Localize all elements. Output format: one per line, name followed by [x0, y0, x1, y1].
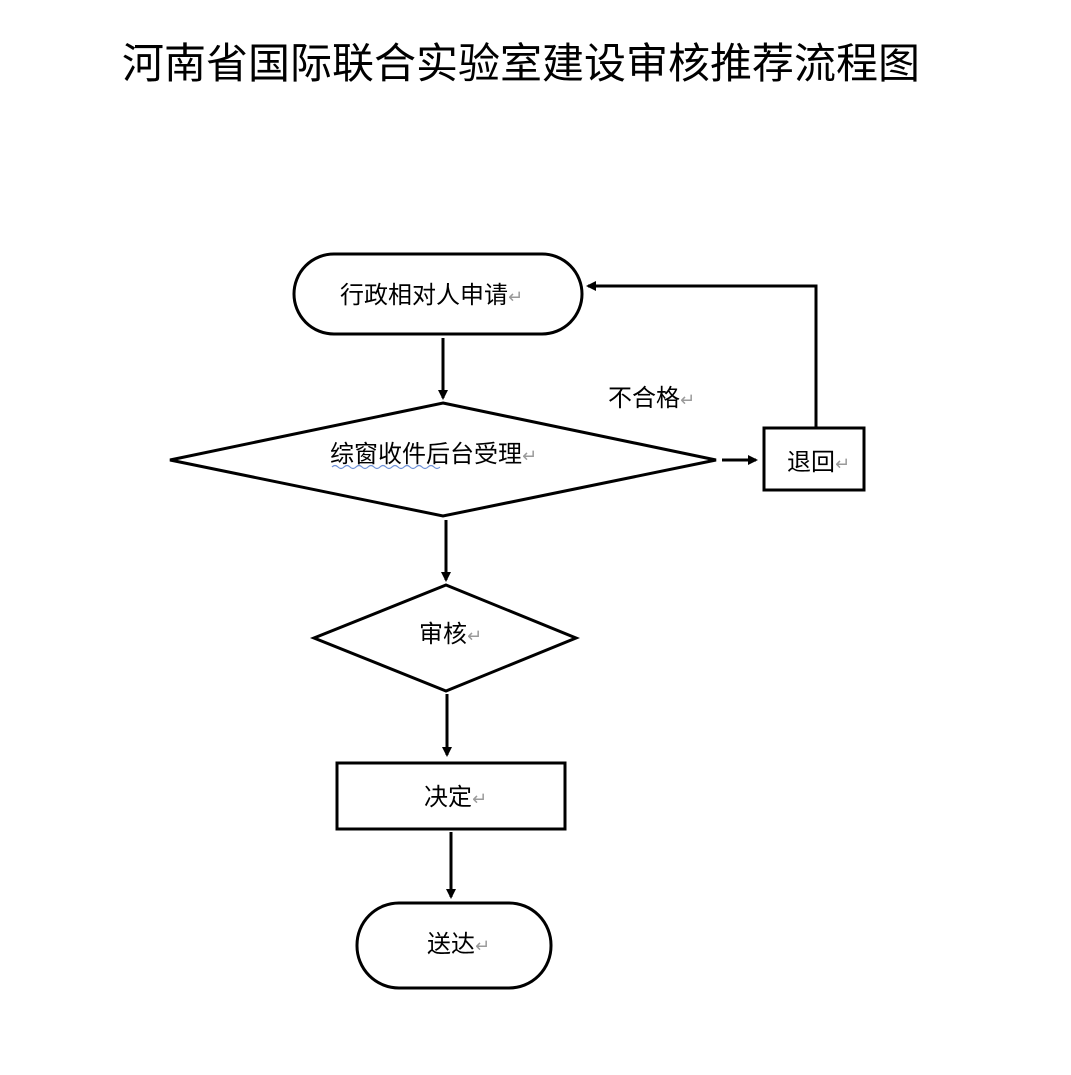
accept-diamond: [169, 401, 717, 518]
decide-label: 决定↵: [424, 783, 487, 811]
return-label: 退回↵: [787, 448, 850, 476]
unqualified-label: 不合格↵: [608, 384, 695, 412]
apply-terminator: [292, 252, 584, 336]
accept-label: 综窗收件后台受理↵: [330, 440, 537, 468]
review-diamond: [309, 583, 580, 693]
apply-label: 行政相对人申请↵: [340, 281, 523, 309]
deliver-terminator: [355, 901, 553, 990]
review-label: 审核↵: [419, 620, 482, 648]
arrow-return-to-apply: [586, 281, 818, 428]
spellcheck-underline: [331, 464, 441, 470]
decide-box: [335, 761, 567, 831]
return-box: [762, 426, 866, 492]
deliver-label: 送达↵: [427, 930, 490, 958]
page-title: 河南省国际联合实验室建设审核推荐流程图: [122, 39, 921, 88]
